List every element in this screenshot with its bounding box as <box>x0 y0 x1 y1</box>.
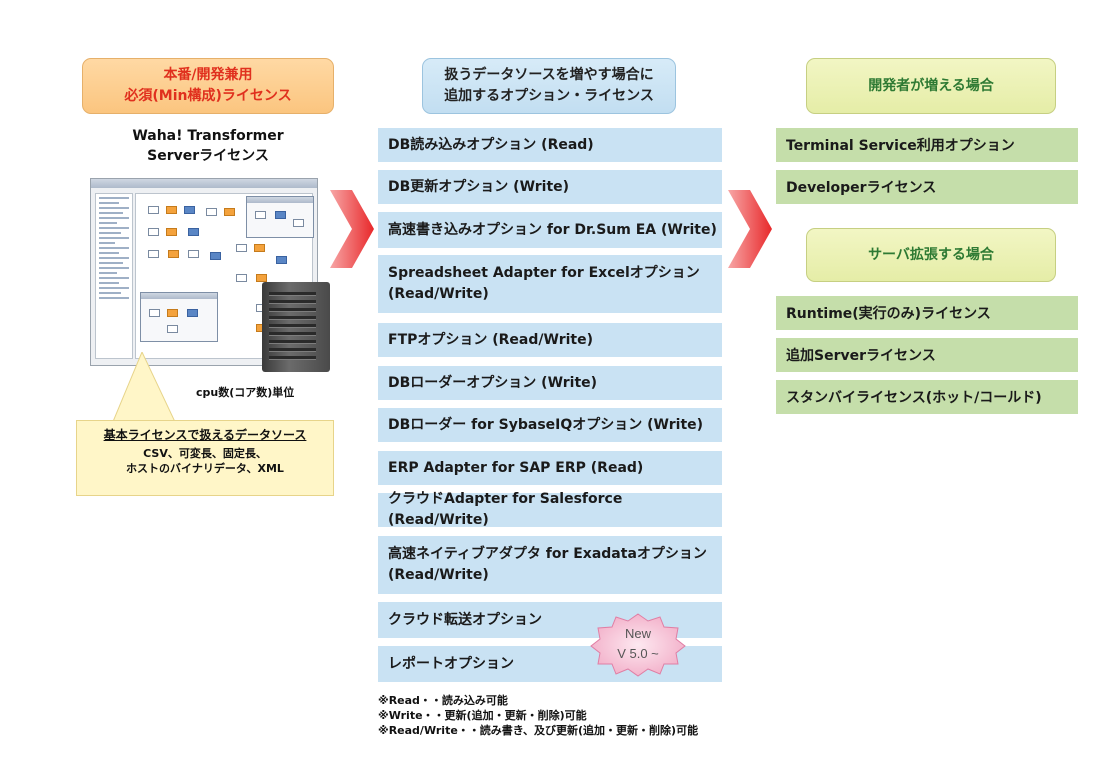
server-license-item-text: スタンバイライセンス(ホット/コールド) <box>786 390 1042 406</box>
server-license-item: スタンバイライセンス(ホット/コールド) <box>776 380 1078 414</box>
server-expansion-header-text: サーバ拡張する場合 <box>868 246 994 263</box>
new-version-badge: New V 5.0 ~ <box>590 612 686 678</box>
option-license-header-line2: 追加するオプション・ライセンス <box>444 88 654 104</box>
option-license-header-line1: 扱うデータソースを増やす場合に <box>444 67 654 83</box>
option-item-text: レポートオプション <box>388 655 514 672</box>
basic-datasource-note: 基本ライセンスで扱えるデータソース CSV、可変長、固定長、 ホストのバイナリデ… <box>76 420 334 496</box>
dev-license-item: Terminal Service利用オプション <box>776 128 1078 162</box>
footnote-write: ※Write・・更新(追加・更新・削除)可能 <box>378 709 587 722</box>
option-item-text: クラウド転送オプション <box>388 611 542 628</box>
option-item-text: Spreadsheet Adapter for Excelオプション <box>388 265 700 281</box>
option-item-text: DB更新オプション (Write) <box>388 178 570 195</box>
option-item: クラウドAdapter for Salesforce (Read/Write) <box>378 491 722 528</box>
screenshot-tree-panel <box>95 193 133 359</box>
basic-datasource-note-line2: ホストのバイナリデータ、XML <box>126 462 284 475</box>
option-item-text: 高速ネイティブアダプタ for Exadataオプション <box>388 546 707 562</box>
server-tower-icon <box>262 282 330 372</box>
dev-license-item-text: Developerライセンス <box>786 180 937 196</box>
option-license-header: 扱うデータソースを増やす場合に 追加するオプション・ライセンス <box>422 58 676 114</box>
arrow-left-to-middle <box>330 190 374 268</box>
server-license-item: 追加Serverライセンス <box>776 338 1078 372</box>
option-item-text: DBローダー for SybaseIQオプション (Write) <box>388 416 704 433</box>
option-item: Spreadsheet Adapter for Excelオプション (Read… <box>378 255 722 313</box>
required-license-header: 本番/開発兼用 必須(Min構成)ライセンス <box>82 58 334 114</box>
arrow-middle-to-right <box>728 190 772 268</box>
basic-datasource-note-line1: CSV、可変長、固定長、 <box>143 447 267 460</box>
product-name-line1: Waha! Transformer <box>132 128 284 144</box>
option-item-text: FTPオプション (Read/Write) <box>388 331 593 348</box>
option-item: FTPオプション (Read/Write) <box>378 323 722 357</box>
footnote-read: ※Read・・読み込み可能 <box>378 694 508 707</box>
required-license-header-line2: 必須(Min構成)ライセンス <box>124 88 292 104</box>
option-item: DBローダーオプション (Write) <box>378 366 722 400</box>
new-badge-label: New <box>624 626 651 641</box>
basic-datasource-note-title: 基本ライセンスで扱えるデータソース <box>103 428 307 442</box>
option-item: DB読み込みオプション (Read) <box>378 128 722 162</box>
option-item-text: DBローダーオプション (Write) <box>388 374 598 391</box>
product-name-line2: Serverライセンス <box>147 148 269 164</box>
option-item: DBローダー for SybaseIQオプション (Write) <box>378 408 722 442</box>
option-item-text: DB読み込みオプション (Read) <box>388 136 594 153</box>
new-badge-burst-icon <box>590 613 686 677</box>
cpu-unit-label: cpu数(コア数)単位 <box>196 386 295 399</box>
option-item-text-line2: (Read/Write) <box>388 286 489 302</box>
required-license-header-line1: 本番/開発兼用 <box>163 67 253 83</box>
option-item-text: クラウドAdapter for Salesforce (Read/Write) <box>388 491 623 528</box>
footnote-read-write: ※Read/Write・・読み書き、及び更新(追加・更新・削除)可能 <box>378 724 699 737</box>
product-name: Waha! Transformer Serverライセンス <box>82 126 334 166</box>
option-item-text-line2: (Read/Write) <box>388 567 489 583</box>
developer-increase-header: 開発者が増える場合 <box>806 58 1056 114</box>
option-item: DB更新オプション (Write) <box>378 170 722 204</box>
server-license-item-text: Runtime(実行のみ)ライセンス <box>786 306 991 322</box>
developer-increase-header-text: 開発者が増える場合 <box>868 77 994 94</box>
option-item: ERP Adapter for SAP ERP (Read) <box>378 451 722 485</box>
option-item: 高速ネイティブアダプタ for Exadataオプション (Read/Write… <box>378 536 722 594</box>
option-item-text: 高速書き込みオプション for Dr.Sum EA (Write) <box>388 221 717 238</box>
server-license-item: Runtime(実行のみ)ライセンス <box>776 296 1078 330</box>
new-badge-version: V 5.0 ~ <box>617 646 659 661</box>
option-item: 高速書き込みオプション for Dr.Sum EA (Write) <box>378 212 722 248</box>
server-expansion-header: サーバ拡張する場合 <box>806 228 1056 282</box>
product-screenshot <box>90 178 318 366</box>
option-item-text: ERP Adapter for SAP ERP (Read) <box>388 459 644 476</box>
dev-license-item: Developerライセンス <box>776 170 1078 204</box>
dev-license-item-text: Terminal Service利用オプション <box>786 138 1015 154</box>
server-license-item-text: 追加Serverライセンス <box>786 348 936 364</box>
